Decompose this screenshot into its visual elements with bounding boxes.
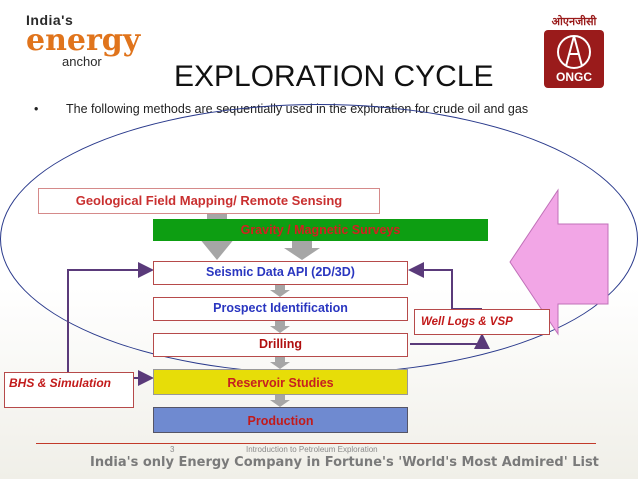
- arrow-prospect-drilling: [270, 321, 290, 333]
- logo-line2: energy: [26, 23, 141, 58]
- ongc-hindi-text: ओएनजीसी: [551, 16, 597, 28]
- logo-line3: anchor: [62, 54, 102, 69]
- drilling-box: Drilling: [153, 333, 408, 357]
- ongc-logo: ओएनजीसी ONGC: [540, 14, 608, 96]
- well-logs-box: Well Logs & VSP: [414, 309, 550, 335]
- reservoir-studies-box: Reservoir Studies: [153, 369, 408, 395]
- arrow-drilling-reservoir: [270, 357, 290, 369]
- gravity-magnetic-box: Gravity / Magnetic Surveys: [153, 219, 488, 241]
- geological-mapping-box: Geological Field Mapping/ Remote Sensing: [38, 188, 380, 214]
- arrow-reservoir-production: [270, 395, 290, 407]
- loop-line-drilling-well: [410, 333, 490, 349]
- ongc-emblem: ONGC: [544, 30, 604, 88]
- seismic-data-box: Seismic Data API (2D/3D): [153, 261, 408, 285]
- bullet-marker: •: [34, 102, 39, 116]
- logo-line1: India's: [26, 12, 74, 28]
- pink-left-arrow: [509, 188, 609, 336]
- footer-tagline: India's only Energy Company in Fortune's…: [90, 455, 599, 470]
- production-box: Production: [153, 407, 408, 433]
- down-arrow-right: [284, 241, 320, 260]
- loop-line-left: [67, 262, 154, 386]
- footer-divider: [36, 443, 596, 444]
- slide-title: EXPLORATION CYCLE: [174, 60, 494, 93]
- loop-line-right: [408, 262, 482, 310]
- ongc-name: ONGC: [556, 70, 592, 84]
- energy-anchor-logo: India's energy anchor: [26, 12, 146, 72]
- derrick-icon: [557, 35, 591, 69]
- prospect-identification-box: Prospect Identification: [153, 297, 408, 321]
- arrow-seismic-prospect: [270, 285, 290, 297]
- footer-caption: Introduction to Petroleum Exploration: [246, 445, 378, 454]
- bhs-simulation-box: BHS & Simulation: [4, 372, 134, 408]
- slide-number: 3: [170, 445, 175, 454]
